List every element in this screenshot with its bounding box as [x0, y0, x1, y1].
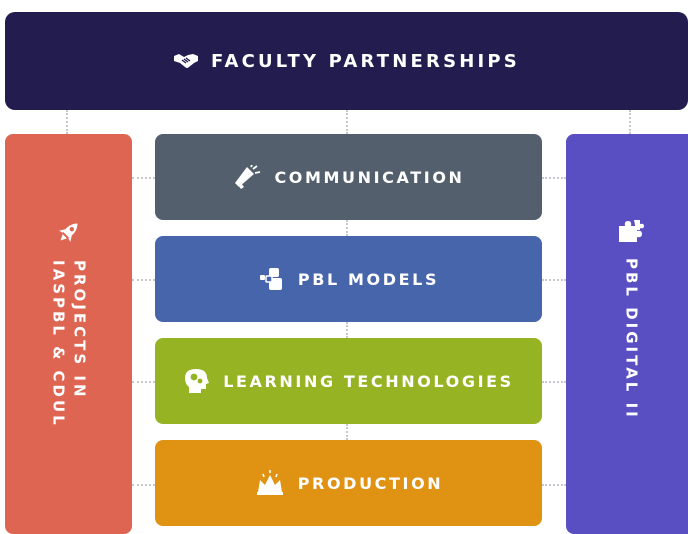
connector-line [346, 220, 348, 236]
pbl-models-label: PBL MODELS [297, 269, 440, 289]
pbl-digital-label: PBL DIGITAL II [622, 258, 641, 420]
connector-line [542, 279, 566, 281]
communication-box: COMMUNICATION [155, 134, 542, 220]
connector-line [346, 322, 348, 338]
production-box: PRODUCTION [155, 440, 542, 526]
communication-label: COMMUNICATION [274, 167, 465, 187]
blocks-icon [258, 267, 286, 291]
megaphone-icon [232, 165, 262, 189]
connector-line [542, 381, 566, 383]
connector-line [66, 110, 68, 134]
production-label: PRODUCTION [297, 473, 444, 493]
connector-line [346, 424, 348, 440]
connector-line [132, 484, 155, 486]
head-gears-icon [183, 367, 211, 395]
connector-line [132, 381, 155, 383]
projects-box: PROJECTS IN IASPBL & CDUL [5, 134, 132, 534]
crown-icon [254, 470, 286, 496]
learning-technologies-label: LEARNING TECHNOLOGIES [223, 371, 514, 391]
faculty-partnerships-label: FACULTY PARTNERSHIPS [211, 50, 520, 72]
handshake-icon [173, 52, 199, 70]
connector-line [346, 110, 348, 134]
rocket-icon [55, 218, 83, 246]
pbl-models-box: PBL MODELS [155, 236, 542, 322]
projects-label-line1: PROJECTS IN [70, 260, 89, 400]
puzzle-icon [616, 218, 646, 244]
connector-line [542, 484, 566, 486]
connector-line [629, 110, 631, 134]
pbl-digital-box: PBL DIGITAL II [566, 134, 688, 534]
connector-line [132, 177, 155, 179]
learning-technologies-box: LEARNING TECHNOLOGIES [155, 338, 542, 424]
connector-line [542, 177, 566, 179]
connector-line [132, 279, 155, 281]
projects-label-line2: IASPBL & CDUL [49, 260, 68, 428]
faculty-partnerships-box: FACULTY PARTNERSHIPS [5, 12, 688, 110]
